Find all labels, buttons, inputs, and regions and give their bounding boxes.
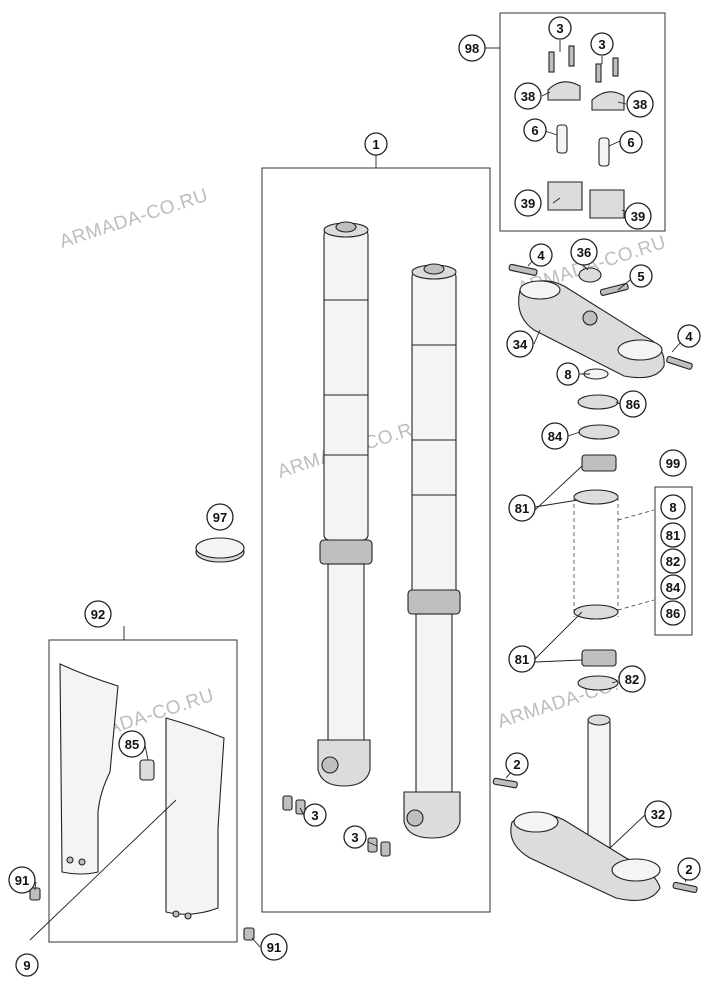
callout-99-86: 86 xyxy=(660,600,686,626)
callout-39-a: 39 xyxy=(514,189,542,217)
callout-label: 91 xyxy=(267,940,281,955)
fork-leg-left xyxy=(317,221,373,787)
callout-label: 86 xyxy=(666,606,680,621)
callout-label: 98 xyxy=(465,41,479,56)
callout-label: 85 xyxy=(125,737,139,752)
clamp-kit-frame xyxy=(499,12,666,232)
callout-label: 81 xyxy=(666,528,680,543)
callout-label: 6 xyxy=(531,123,538,138)
callout-2-bottom: 2 xyxy=(677,857,701,881)
callout-label: 3 xyxy=(351,830,358,845)
callout-label: 8 xyxy=(669,500,676,515)
callout-label: 81 xyxy=(515,652,529,667)
callout-38-a: 38 xyxy=(514,82,542,110)
callout-84: 84 xyxy=(541,422,569,450)
headset-parts xyxy=(573,368,655,691)
lower-clamp-bolts xyxy=(492,777,698,894)
fork-leg-right xyxy=(403,263,461,839)
callout-4-side: 4 xyxy=(677,324,701,348)
callout-label: 1 xyxy=(372,137,379,152)
callout-81-bottom: 81 xyxy=(508,645,536,673)
callout-label: 38 xyxy=(633,97,647,112)
watermark: ARMADA-CO.RU xyxy=(57,185,211,253)
axle-clamp-bolts-left xyxy=(282,795,306,815)
callout-label: 39 xyxy=(521,196,535,211)
callout-91-b: 91 xyxy=(260,933,288,961)
callout-label: 2 xyxy=(685,862,692,877)
callout-label: 4 xyxy=(685,329,693,344)
callout-label: 82 xyxy=(666,554,680,569)
callout-82: 82 xyxy=(618,665,646,693)
callout-label: 99 xyxy=(666,456,680,471)
lower-triple-clamp xyxy=(510,714,661,901)
callout-8: 8 xyxy=(556,362,580,386)
bearing-kit-frame xyxy=(654,486,693,636)
callout-81-top: 81 xyxy=(508,494,536,522)
callout-9: 9 xyxy=(15,953,39,977)
callout-label: 84 xyxy=(666,580,681,595)
callout-1: 1 xyxy=(364,132,388,156)
callout-36: 36 xyxy=(570,238,598,266)
callout-label: 3 xyxy=(598,37,605,52)
callout-3-fork-b: 3 xyxy=(343,825,367,849)
callout-label: 2 xyxy=(513,757,520,772)
callout-97: 97 xyxy=(206,503,234,531)
callout-91-a: 91 xyxy=(8,866,36,894)
callout-6-a: 6 xyxy=(523,118,547,142)
callout-99-8: 8 xyxy=(660,494,686,520)
fork-guard-left xyxy=(59,663,119,875)
callout-label: 4 xyxy=(537,248,545,263)
callout-label: 3 xyxy=(556,21,563,36)
fork-ring xyxy=(195,537,245,563)
callout-label: 86 xyxy=(626,397,640,412)
callout-39-b: 39 xyxy=(624,202,652,230)
callout-3-kit-b: 3 xyxy=(590,32,614,56)
callout-99-82: 82 xyxy=(660,548,686,574)
callout-3-kit-a: 3 xyxy=(548,16,572,40)
callout-label: 84 xyxy=(548,429,563,444)
callout-label: 81 xyxy=(515,501,529,516)
callout-3-fork-a: 3 xyxy=(303,803,327,827)
clamp-kit-parts xyxy=(547,45,625,219)
callout-label: 34 xyxy=(513,337,528,352)
callout-label: 92 xyxy=(91,607,105,622)
callout-label: 82 xyxy=(625,672,639,687)
callout-34: 34 xyxy=(506,330,534,358)
callout-label: 91 xyxy=(15,873,29,888)
upper-clamp-hardware xyxy=(508,263,693,370)
callout-99-84: 84 xyxy=(660,574,686,600)
callout-86: 86 xyxy=(619,390,647,418)
callout-4-top: 4 xyxy=(529,243,553,267)
callout-label: 9 xyxy=(23,958,30,973)
callout-99: 99 xyxy=(659,449,687,477)
fork-guard-right xyxy=(165,717,225,920)
upper-triple-clamp xyxy=(518,280,665,379)
callout-6-b: 6 xyxy=(619,130,643,154)
callout-label: 3 xyxy=(311,808,318,823)
callout-label: 38 xyxy=(521,89,535,104)
callout-5: 5 xyxy=(629,264,653,288)
callout-label: 32 xyxy=(651,807,665,822)
callout-label: 8 xyxy=(564,367,571,382)
callout-2-top: 2 xyxy=(505,752,529,776)
callout-38-b: 38 xyxy=(626,90,654,118)
guard-hardware xyxy=(29,759,255,941)
callout-label: 39 xyxy=(631,209,645,224)
callout-98: 98 xyxy=(458,34,486,62)
callout-99-81: 81 xyxy=(660,522,686,548)
callout-85: 85 xyxy=(118,730,146,758)
callout-label: 36 xyxy=(577,245,591,260)
callout-32: 32 xyxy=(644,800,672,828)
axle-clamp-bolts-right xyxy=(367,837,391,857)
callout-label: 5 xyxy=(637,269,644,284)
callout-92: 92 xyxy=(84,600,112,628)
callout-label: 97 xyxy=(213,510,227,525)
fork-guard-frame xyxy=(48,639,238,943)
callout-label: 6 xyxy=(627,135,634,150)
